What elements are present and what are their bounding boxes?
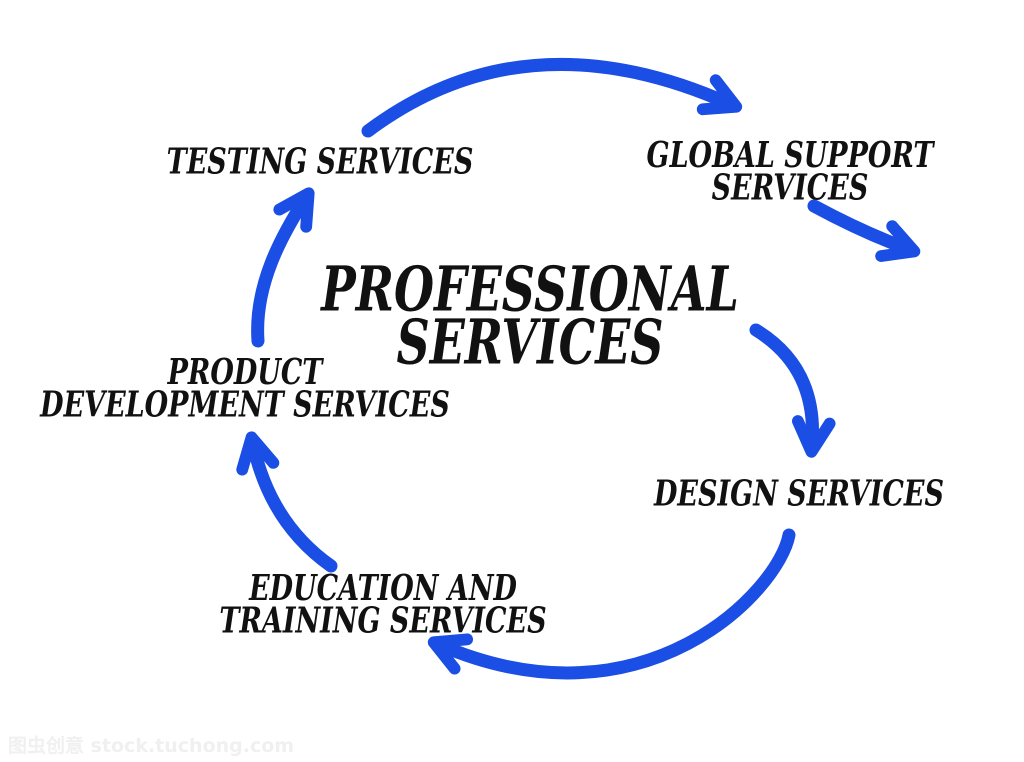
arrow-into-design [749, 323, 836, 458]
node-label-testing: TESTING SERVICES [166, 142, 474, 183]
watermark: 图虫创意 stock.tuchong.com [8, 735, 295, 757]
node-label-global-support: GLOBAL SUPPORT SERVICES [646, 135, 934, 209]
node-label-education-training: EDUCATION AND TRAINING SERVICES [219, 568, 547, 642]
arrow-global-out [807, 199, 921, 262]
diagram-title: PROFESSIONAL SERVICES [321, 252, 739, 379]
arrow-education-to-product [236, 431, 338, 573]
arrow-design-to-education [427, 528, 796, 680]
node-label-design: DESIGN SERVICES [654, 474, 944, 515]
arrow-testing-to-global [361, 57, 743, 138]
node-label-product-development: PRODUCT DEVELOPMENT SERVICES [40, 352, 450, 426]
arrow-product-to-testing [251, 187, 315, 348]
